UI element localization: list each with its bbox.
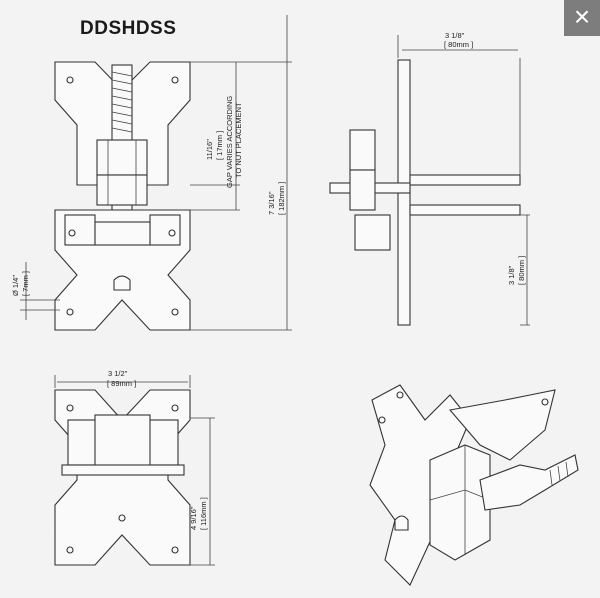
close-button[interactable]: × — [564, 0, 600, 36]
bottom-width-mm: [ 89mm ] — [107, 379, 136, 388]
hole-mm: [ 7mm ] — [21, 271, 30, 296]
bottom-height-inch: 4 9/16" — [189, 506, 198, 530]
side-bottom-height-mm: [ 80mm ] — [517, 256, 526, 285]
bottom-width-inch: 3 1/2" — [108, 369, 128, 378]
total-height-inch: 7 3/16" — [267, 191, 276, 215]
product-title: DDSHDSS — [80, 18, 177, 39]
close-icon: × — [573, 1, 591, 32]
total-height-mm: [ 182mm ] — [277, 182, 286, 215]
side-view — [329, 59, 521, 326]
gap-mm: [ 17mm ] — [215, 131, 224, 160]
hole-inch: Ø 1/4" — [11, 275, 20, 296]
gap-note-line2: TO NUT PLACEMENT — [234, 102, 243, 178]
gap-note-line1: GAP VARIES ACCORDING — [225, 96, 234, 188]
gap-inch: 11/16" — [205, 139, 214, 160]
front-view — [54, 61, 191, 331]
side-top-width-inch: 3 1/8" — [445, 31, 465, 40]
side-bottom-height-inch: 3 1/8" — [507, 265, 516, 285]
bottom-view — [54, 389, 191, 566]
bottom-height-mm: [ 116mm ] — [199, 497, 208, 530]
isometric-view — [369, 384, 579, 586]
side-top-width-mm: [ 80mm ] — [444, 40, 473, 49]
